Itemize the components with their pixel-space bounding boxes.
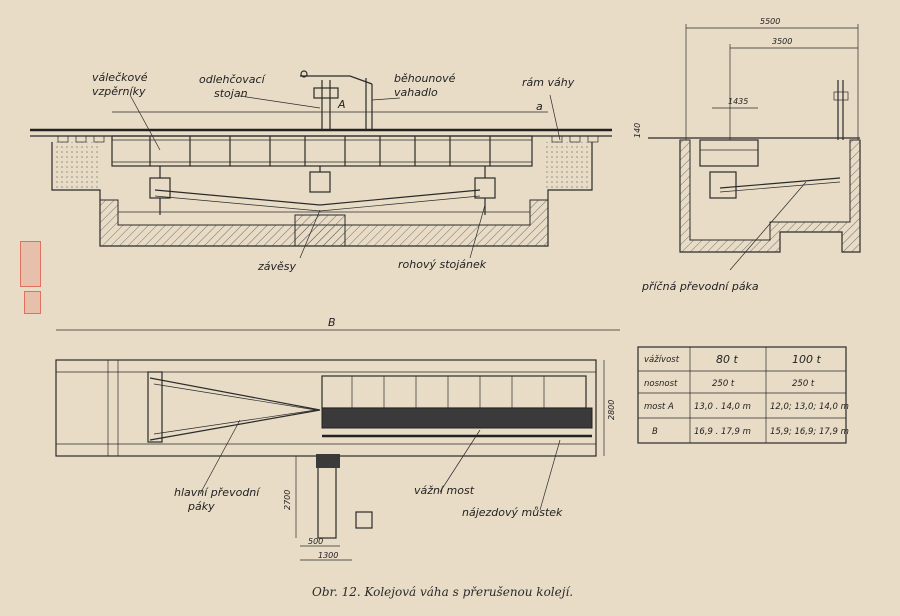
dim-1435: 1435	[728, 97, 748, 106]
table-row-label: most A	[644, 402, 674, 412]
table-col-100t: 100 t	[792, 353, 821, 366]
dim-2800: 2800	[607, 400, 616, 420]
table-cell: 16,9 . 17,9 m	[694, 427, 751, 437]
red-marker	[20, 241, 41, 287]
longitudinal-section: A a válečkové vzpěrníky odlehčovací stoj…	[30, 70, 612, 273]
plan-view: B 2800	[55, 316, 620, 561]
table-cell: 13,0 . 14,0 m	[694, 402, 751, 412]
label-main-lever-1: hlavní převodní	[174, 486, 261, 499]
table-row-label: B	[652, 427, 658, 437]
table-cell: 250 t	[792, 379, 815, 389]
dim-label-a: a	[536, 100, 543, 113]
dim-label-A: A	[337, 98, 346, 111]
label-hangers: závěsy	[257, 260, 297, 273]
label-frame: rám váhy	[522, 76, 575, 89]
dim-500: 500	[308, 537, 323, 546]
label-rollers-1: válečkové	[92, 71, 148, 84]
cross-section: 5500 3500 1435 140 příčná převodní páka	[633, 17, 861, 293]
table-header-label: vážívost	[644, 355, 680, 365]
label-rollers-2: vzpěrníky	[92, 85, 146, 98]
table-cell: 12,0; 13,0; 14,0 m	[770, 402, 849, 412]
dim-2700: 2700	[283, 490, 292, 510]
dim-3500: 3500	[772, 37, 792, 46]
label-running-gear-2: vahadlo	[394, 86, 438, 99]
dim-5500: 5500	[760, 17, 780, 26]
red-marker-small	[24, 291, 41, 314]
label-ramp: nájezdový můstek	[462, 506, 563, 519]
table-cell: 15,9; 16,9; 17,9 m	[770, 427, 849, 437]
dim-label-B: B	[328, 316, 336, 329]
figure-caption: Obr. 12. Kolejová váha s přerušenou kole…	[312, 585, 573, 599]
table-row-label: nosnost	[644, 379, 678, 389]
dim-140: 140	[633, 123, 642, 138]
label-bridge: vážní most	[414, 484, 475, 497]
label-running-gear-1: běhounové	[394, 72, 456, 85]
label-stand-2: stojan	[214, 87, 248, 100]
label-corner-stand: rohový stojánek	[398, 258, 487, 271]
spec-table: vážívost 80 t 100 t nosnost 250 t 250 t …	[637, 346, 849, 444]
label-stand-1: odlehčovací	[199, 73, 267, 86]
label-main-lever-2: páky	[187, 500, 215, 513]
table-col-80t: 80 t	[716, 353, 738, 366]
dim-1300: 1300	[318, 551, 338, 560]
label-cross-lever: příčná převodní páka	[641, 280, 759, 293]
table-cell: 250 t	[712, 379, 735, 389]
